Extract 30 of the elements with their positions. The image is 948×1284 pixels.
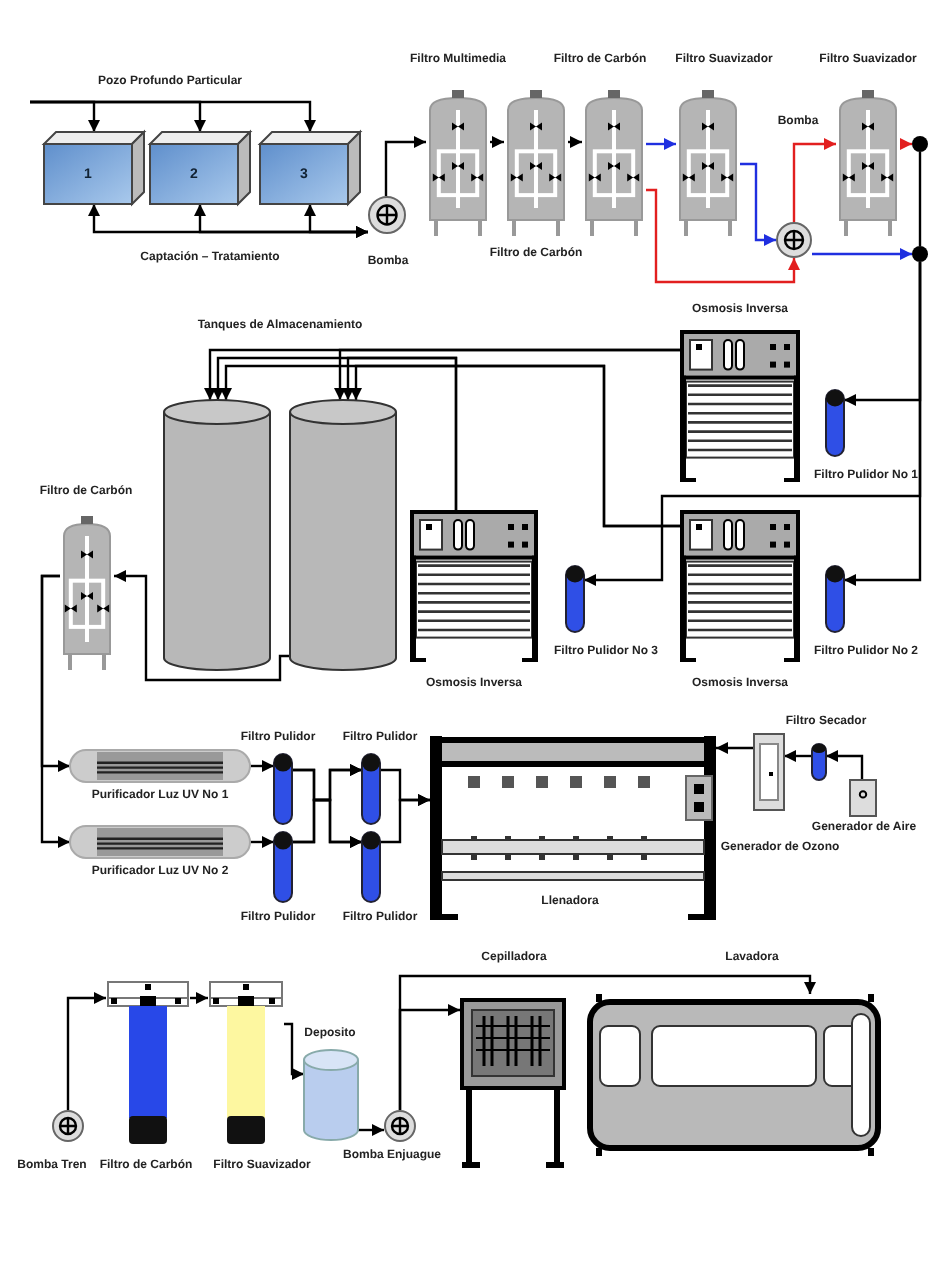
arrow bbox=[646, 138, 676, 150]
arrow bbox=[292, 798, 362, 848]
arrow bbox=[284, 1022, 304, 1080]
arrow bbox=[40, 574, 70, 848]
arrow bbox=[250, 836, 274, 848]
arrow bbox=[384, 136, 426, 196]
arrow bbox=[584, 262, 922, 586]
arrow bbox=[334, 348, 680, 400]
arrow bbox=[490, 136, 504, 148]
arrow bbox=[568, 136, 582, 148]
arrow bbox=[784, 750, 812, 762]
arrow bbox=[30, 100, 316, 132]
arrow bbox=[716, 742, 754, 754]
arrow bbox=[826, 750, 864, 780]
arrow bbox=[646, 188, 800, 284]
arrow bbox=[792, 138, 836, 222]
arrow bbox=[740, 162, 776, 246]
arrow bbox=[114, 570, 290, 682]
arrow bbox=[380, 794, 430, 844]
arrow bbox=[342, 356, 458, 510]
arrow bbox=[900, 138, 912, 150]
arrow bbox=[398, 974, 816, 1110]
arrow bbox=[812, 248, 912, 260]
connector-line bbox=[918, 152, 922, 246]
arrow bbox=[66, 992, 106, 1110]
arrow bbox=[358, 1124, 384, 1136]
arrow bbox=[350, 364, 680, 528]
arrow bbox=[190, 992, 208, 1004]
arrow bbox=[304, 204, 368, 238]
arrow bbox=[250, 760, 274, 772]
